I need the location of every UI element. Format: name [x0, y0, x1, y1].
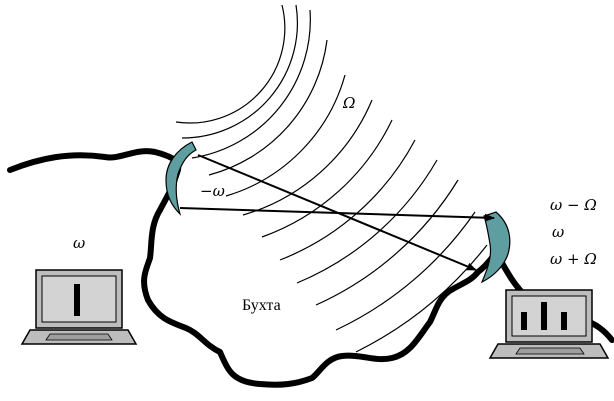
wave-arc-6 — [242, 99, 373, 216]
dish-antenna-icon — [165, 141, 197, 217]
wave-arc-10 — [315, 179, 459, 306]
left-frequency-label: ω — [73, 234, 85, 252]
spectrum-bar — [561, 312, 567, 330]
wave-arc-8 — [279, 139, 416, 261]
wave-arc-5 — [225, 74, 346, 197]
spectrum-bar — [521, 312, 527, 330]
dish-antenna-icon — [480, 211, 511, 284]
right-frequency-label: ω — [552, 223, 564, 241]
signal-paths — [179, 154, 495, 271]
wave-arc-1 — [175, 4, 286, 124]
right-computer — [488, 289, 610, 359]
wave-frequency-label: Ω — [342, 94, 355, 112]
bay-label: Бухта — [242, 297, 281, 314]
wave-arc-9 — [296, 159, 438, 284]
wave-arc-4 — [208, 39, 328, 176]
wave-arc-2 — [181, 4, 299, 139]
left-antenna — [165, 141, 197, 217]
spectrum-bar — [74, 284, 80, 316]
wave-arc-7 — [261, 119, 393, 238]
return-arrow — [179, 207, 495, 222]
laptop-icon — [20, 269, 138, 345]
right-antenna — [480, 211, 511, 284]
wave-arc-11 — [335, 211, 476, 331]
wave-arc-3 — [191, 9, 311, 159]
right-frequency-minus-label: ω − Ω — [550, 196, 597, 214]
right-frequency-plus-label: ω + Ω — [550, 250, 597, 268]
wave-arc-12 — [355, 244, 488, 353]
left-computer — [20, 269, 138, 345]
negative-omega-label: −ω — [200, 182, 225, 200]
laptop-icon — [488, 289, 610, 359]
spectrum-bar — [541, 302, 547, 330]
sea-wave-arcs — [175, 4, 488, 353]
